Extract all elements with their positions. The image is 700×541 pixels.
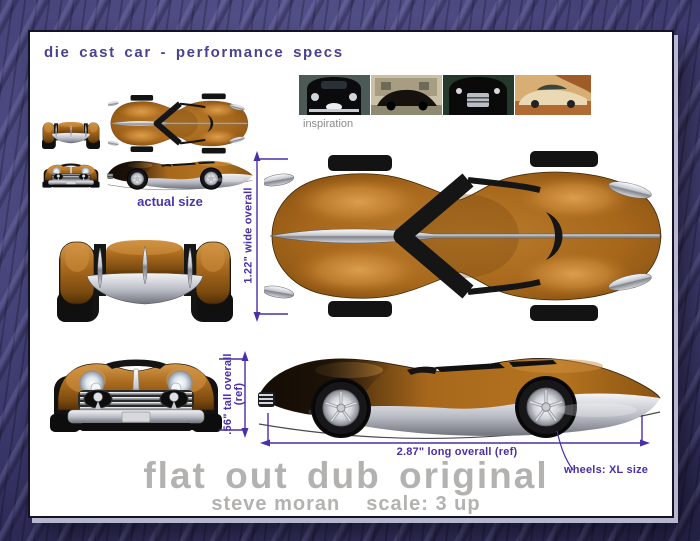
side-view-small (107, 158, 253, 197)
width-arrow-up (253, 151, 261, 161)
top-view-small (108, 93, 249, 154)
inspiration-photo-vintage-fastback-side (371, 75, 442, 115)
wheels-size-label: wheels: XL size (564, 464, 649, 476)
top-view-large (264, 150, 664, 322)
height-dimension-line2: (ref) (233, 382, 245, 406)
width-arrow-down (253, 312, 261, 322)
scale-note: scale: 3 up (366, 493, 481, 515)
width-dimension-label: 1.22" wide overall (242, 187, 255, 284)
height-dimension-label: .56" tall overall (ref) (222, 339, 245, 449)
inspiration-photo-vintage-grille-front (443, 75, 514, 115)
page-title: die cast car - performance specs (44, 44, 344, 61)
actual-size-label: actual size (137, 194, 203, 209)
rear-view-small (42, 118, 100, 153)
spec-sheet-page: die cast car - performance specs (28, 30, 674, 518)
length-dimension-label: 2.87" long overall (ref) (396, 446, 518, 458)
footer-credit-line: steve moran scale: 3 up (54, 493, 638, 516)
front-view-large (50, 352, 222, 436)
front-view-small (42, 161, 100, 189)
model-name: flat out dub original (143, 455, 549, 496)
inspiration-photo-vintage-sedan-front (299, 75, 370, 115)
rear-view-large (57, 228, 233, 334)
inspiration-photo-vintage-coupe-desert (515, 75, 591, 115)
inspiration-label: inspiration (303, 118, 354, 130)
designer-name: steve moran (211, 493, 341, 515)
inspiration-strip (299, 75, 591, 115)
side-view-large (257, 350, 662, 458)
